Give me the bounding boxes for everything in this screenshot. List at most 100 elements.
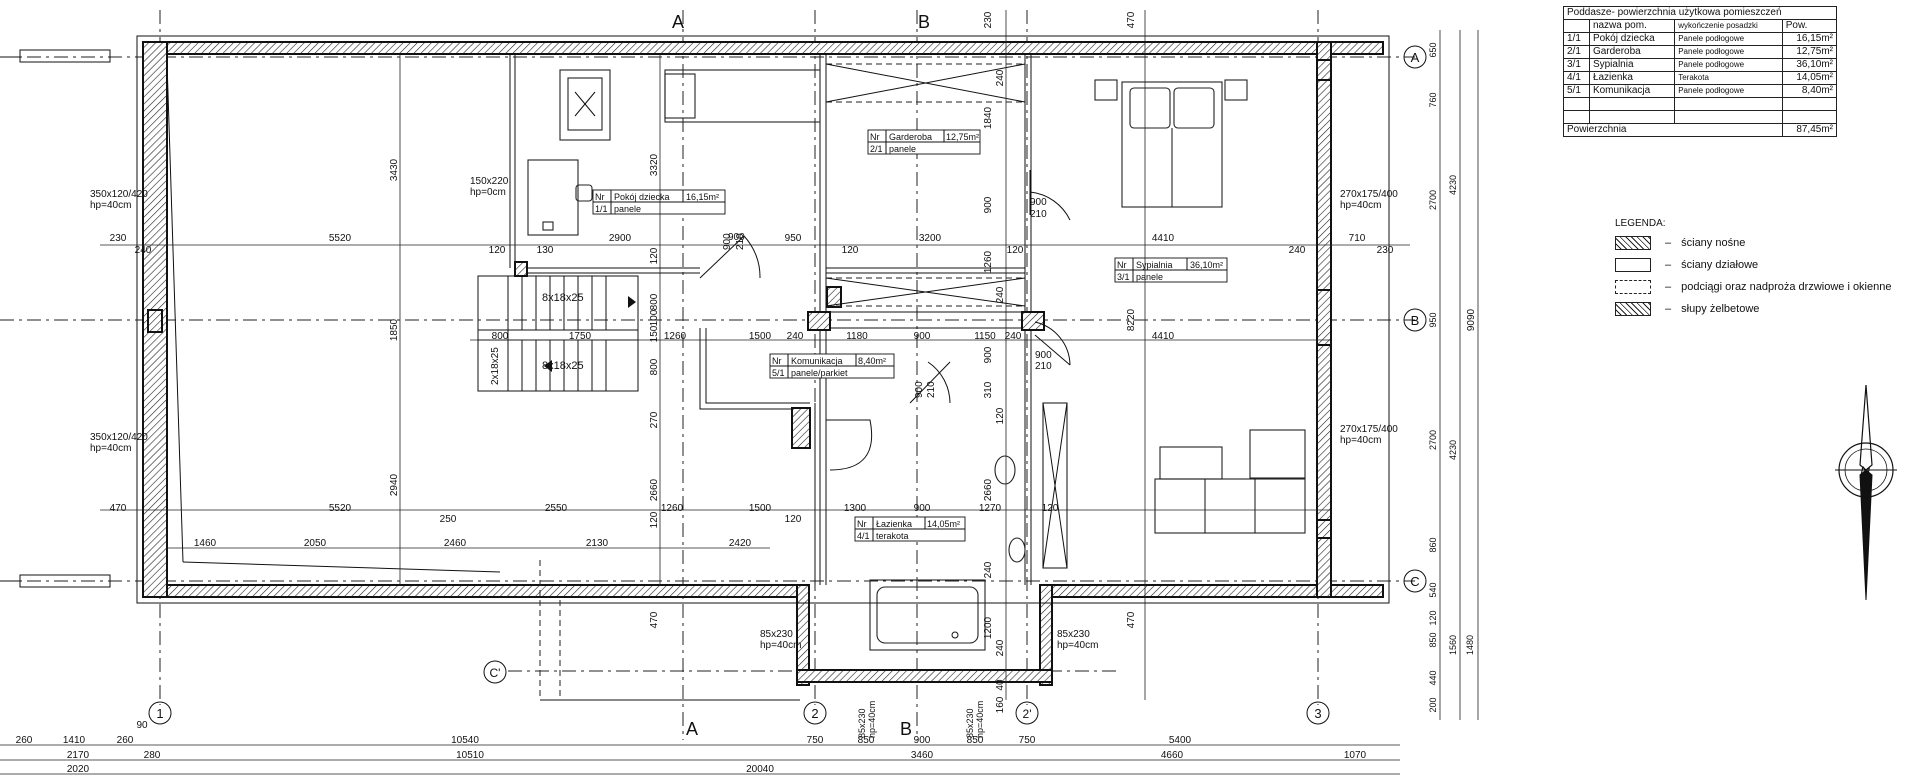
table-row-empty: [1563, 97, 1838, 111]
table-cell-finish: Terakota: [1674, 71, 1783, 85]
dimension-row-top-6: 120: [842, 245, 859, 256]
dimension-row-mid-1: 1750: [569, 331, 592, 342]
table-cell-code: 5/1: [1563, 84, 1590, 98]
dimension-row-base-1: 2050: [304, 538, 327, 549]
window-3-sill: hp=0cm: [470, 187, 506, 198]
dimension-row-top-3: 130: [537, 245, 554, 256]
dimension-vert-c-0: 470: [1126, 11, 1137, 28]
window-8-sill: hp=40cm: [867, 701, 877, 738]
dimension-bottom2-3: 3460: [911, 750, 934, 761]
dimension-bottom3-1: 20040: [746, 764, 774, 775]
dimension-bottom1-7: 900: [914, 735, 931, 746]
dimension-row-top-13: 240: [135, 245, 152, 256]
opening-labels: 350x120/420 hp=40cm 350x120/420 hp=40cm …: [90, 176, 1398, 738]
sofa-chaise: [1249, 429, 1306, 479]
roof-window-marks: [0, 49, 111, 588]
dimension-row-low-8: 1270: [979, 503, 1002, 514]
window-7-size: 85x230: [1057, 629, 1090, 640]
table-cell-name: Komunikacja: [1588, 84, 1676, 98]
window-6-sill: hp=40cm: [760, 640, 801, 651]
axis-label-a: A: [1411, 50, 1420, 65]
axis-label-2-prime: 2': [1023, 707, 1032, 721]
room-komunikacja-nr: Nr: [772, 356, 782, 366]
axis-bubble-c: [1403, 569, 1427, 593]
table-row: 4/1 Łazienka Terakota 14,05m²: [1563, 71, 1838, 85]
window-7-sill: hp=40cm: [1057, 640, 1098, 651]
window-4-sill: hp=40cm: [1340, 200, 1381, 211]
area-table-total-label: Powierzchnia: [1563, 123, 1783, 137]
dimension-row-low-7: 900: [914, 503, 931, 514]
table-cell-area: 8,40m²: [1781, 84, 1838, 98]
dimension-vert-b-4: 1260: [983, 250, 994, 273]
area-table-total-value: 87,45m²: [1781, 123, 1838, 137]
area-table-header-area: Pow.: [1781, 19, 1838, 33]
room-label-pokoj: Nr Pokój dziecka 16,15m² 1/1 panele: [592, 189, 726, 215]
room-lazienka-nr: Nr: [857, 519, 867, 529]
dimension-row-mid-7: 1150: [974, 331, 996, 342]
door-2-width: 900: [1030, 197, 1047, 208]
dimension-row-mid-4: 240: [787, 331, 804, 342]
dimension-vert-b-8: 120: [995, 407, 1006, 424]
dimension-vert-b-7: 310: [983, 381, 994, 398]
dimension-right-a-5: 860: [1428, 537, 1438, 552]
axis-label-1: 1: [156, 706, 163, 721]
dimension-vert-mid-4: 150: [649, 325, 660, 342]
room-label-lazienka: Nr Łazienka 14,05m² 4/1 terakota: [854, 516, 966, 542]
axis-bubbles: A B C 1 2 2' 3 C' A A B B: [148, 12, 1427, 739]
dimension-bottom1-8: 850: [967, 735, 984, 746]
area-table-header-row: nazwa pom. wykończenie posadzki Pow.: [1563, 19, 1838, 33]
legend-item: – ściany działowe: [1615, 254, 1891, 276]
window-5-sill: hp=40cm: [1340, 435, 1381, 446]
door-3-width: 900: [1035, 350, 1052, 361]
vent-duct-bathroom: [791, 407, 811, 449]
dimension-bottom1-2: 260: [117, 735, 134, 746]
window-8-size: 85x230: [857, 708, 867, 738]
dimension-vert-b-13: 40: [995, 679, 1006, 691]
pillars: [147, 59, 1332, 539]
dimension-vert-mid-6: 270: [649, 411, 660, 428]
dimension-bottom1-5: 750: [807, 735, 824, 746]
door-3-height: 210: [1035, 361, 1052, 372]
window-9-sill: hp=40cm: [975, 701, 985, 738]
table-cell-finish: Panele podłogowe: [1674, 84, 1783, 98]
area-table-title: Poddasze- powierzchnia użytkowa pomieszc…: [1563, 6, 1837, 20]
dimension-vert-mid-9: 470: [649, 611, 660, 628]
room-label-komunikacja: Nr Komunikacja 8,40m² 5/1 panele/parkiet: [769, 353, 895, 379]
dimension-vert-mid-1: 120: [649, 247, 660, 264]
axis-bubble-2-prime: [1015, 701, 1039, 725]
legend-title: LEGENDA:: [1615, 218, 1666, 229]
window-2-size: 350x120/420: [90, 432, 148, 443]
dimension-bottom1-10: 5400: [1169, 735, 1192, 746]
dimension-right-a-3: 950: [1428, 312, 1438, 327]
dimension-row-low-4: 1260: [661, 503, 684, 514]
section-mark-b-top: B: [918, 12, 930, 32]
dimension-vert-b-14: 160: [995, 696, 1006, 713]
dimension-right-a-1: 760: [1428, 92, 1438, 107]
dimension-vert-b-5: 240: [995, 286, 1006, 303]
bathtub: [869, 579, 986, 651]
area-table-header-code: [1563, 19, 1590, 33]
room-label-sypialnia: Nr Sypialnia 36,10m² 3/1 panele: [1114, 257, 1228, 283]
room-garderoba-finish: panele: [889, 144, 916, 154]
room-lazienka-area: 14,05m²: [927, 519, 960, 529]
washbasin: [1008, 537, 1026, 563]
room-lazienka-finish: terakota: [876, 531, 909, 541]
axis-label-2: 2: [811, 706, 818, 721]
dimension-row-top-10: 240: [1289, 245, 1306, 256]
dimension-row-mid-8: 240: [1005, 331, 1022, 342]
door-1-width: 900: [722, 233, 733, 250]
dimension-bottom1-6: 850: [858, 735, 875, 746]
window-9-size: 85x230: [965, 708, 975, 738]
nightstand-right: [1224, 79, 1248, 101]
dimension-bottom2-5: 1070: [1344, 750, 1367, 761]
axis-label-c-prime: C': [490, 666, 501, 680]
legend-label: słupy żelbetowe: [1681, 303, 1760, 315]
table-cell-code: 1/1: [1563, 32, 1590, 46]
section-mark-a-bottom: A: [686, 719, 698, 739]
window-6-size: 85x230: [760, 629, 793, 640]
table-cell-code: 3/1: [1563, 58, 1590, 72]
table-cell-name: Łazienka: [1588, 71, 1676, 85]
table-cell-code: 4/1: [1563, 71, 1590, 85]
